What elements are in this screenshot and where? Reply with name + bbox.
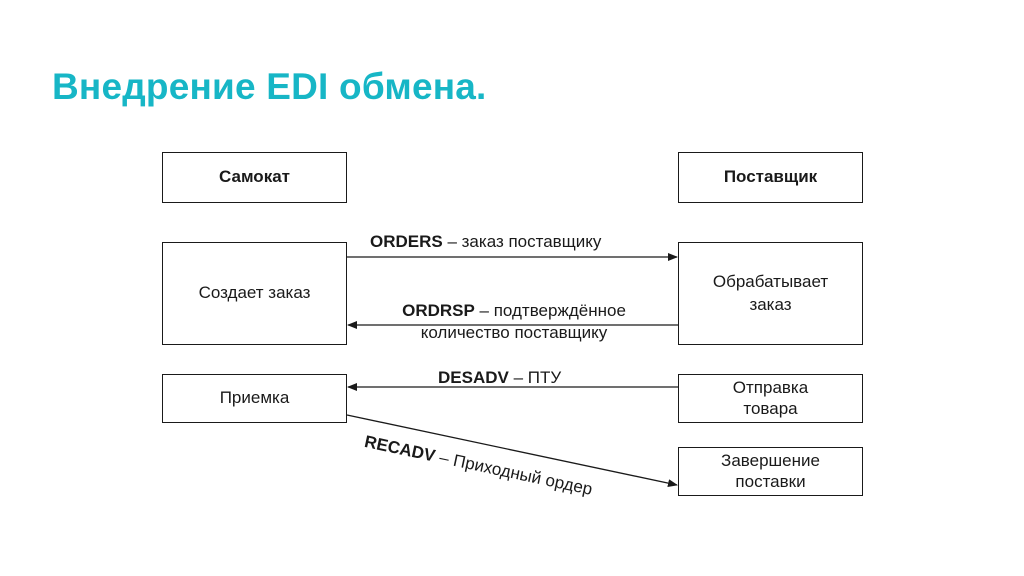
samokat-header-box: Самокат	[162, 152, 347, 203]
receiving-label: Приемка	[219, 388, 290, 408]
shipment-line2: товара	[743, 398, 798, 418]
samokat-header-label: Самокат	[219, 167, 290, 187]
delivery-complete-line2: поставки	[735, 471, 806, 491]
shipment-line1: Отправка	[732, 378, 809, 398]
ordrsp-label: ORDRSP – подтверждённое количество поста…	[371, 300, 657, 344]
process-order-line1: Обрабатывает	[712, 271, 829, 291]
ordrsp-text: – подтверждённое	[474, 301, 626, 320]
orders-label: ORDERS – заказ поставщику	[370, 231, 601, 253]
process-order-line2: заказ	[749, 294, 792, 314]
recadv-arrow	[346, 414, 678, 488]
ordrsp-code: ORDRSP	[402, 301, 475, 320]
delivery-complete-line1: Завершение	[721, 451, 820, 471]
supplier-header-label: Поставщик	[723, 167, 818, 187]
create-order-label: Создает заказ	[198, 283, 311, 303]
delivery-complete-box: Завершение поставки	[678, 447, 863, 496]
orders-text: – заказ поставщику	[442, 232, 602, 251]
desadv-code: DESADV	[438, 368, 509, 387]
desadv-text: – ПТУ	[508, 368, 562, 387]
shipment-box: Отправка товара	[678, 374, 863, 423]
orders-code: ORDERS	[370, 232, 443, 251]
ordrsp-text-line2: количество поставщику	[420, 323, 608, 343]
process-order-box: Обрабатывает заказ	[678, 242, 863, 345]
desadv-label: DESADV – ПТУ	[438, 367, 561, 389]
page-title: Внедрение EDI обмена.	[52, 66, 487, 107]
supplier-header-box: Поставщик	[678, 152, 863, 203]
create-order-box: Создает заказ	[162, 242, 347, 345]
receiving-box: Приемка	[162, 374, 347, 423]
